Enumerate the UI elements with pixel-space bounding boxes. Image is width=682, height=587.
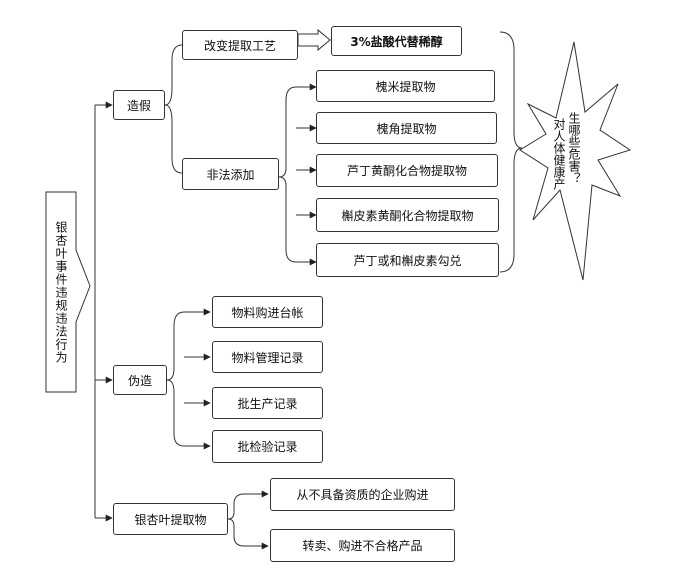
node-process-result-label: 3%盐酸代替稀醇 bbox=[350, 34, 443, 49]
node-counterfeit-label: 造假 bbox=[126, 98, 151, 113]
forge-item-4: 批检验记录 bbox=[212, 430, 323, 463]
node-extract-label: 银杏叶提取物 bbox=[134, 512, 207, 527]
extract-item-1: 从不具备资质的企业购进 bbox=[270, 478, 455, 511]
node-process-change-label: 改变提取工艺 bbox=[203, 38, 276, 53]
extract-item-label: 转卖、购进不合格产品 bbox=[302, 539, 423, 553]
illegal-item-5: 芦丁或和槲皮素勾兑 bbox=[316, 243, 499, 277]
node-process-change: 改变提取工艺 bbox=[182, 30, 298, 60]
harm-text-col1: 对人体健康产 bbox=[552, 118, 566, 190]
harm-brace bbox=[499, 31, 523, 273]
illegal-item-3: 芦丁黄酮化合物提取物 bbox=[316, 154, 498, 187]
forge-item-label: 批检验记录 bbox=[237, 440, 298, 454]
forge-brace bbox=[166, 311, 185, 447]
node-illegal-add-label: 非法添加 bbox=[206, 167, 255, 182]
node-forge: 伪造 bbox=[113, 365, 167, 395]
illegal-item-label: 芦丁黄酮化合物提取物 bbox=[346, 164, 467, 178]
counterfeit-brace bbox=[164, 44, 183, 174]
root-label: 银杏叶事件违规违法行为 bbox=[54, 220, 68, 364]
forge-item-label: 物料购进台帐 bbox=[231, 305, 304, 320]
forge-item-1: 物料购进台帐 bbox=[212, 296, 323, 328]
forge-item-3: 批生产记录 bbox=[212, 387, 323, 419]
illegal-item-1: 槐米提取物 bbox=[316, 70, 495, 102]
root-node: 银杏叶事件违规违法行为 bbox=[46, 192, 76, 392]
extract-item-label: 从不具备资质的企业购进 bbox=[296, 488, 429, 502]
forge-item-label: 批生产记录 bbox=[237, 396, 298, 411]
illegal-item-4: 槲皮素黄酮化合物提取物 bbox=[316, 198, 499, 232]
harm-text-col2: 生哪些危害？ bbox=[567, 112, 581, 184]
forge-item-2: 物料管理记录 bbox=[212, 341, 323, 373]
illegal-add-brace bbox=[278, 86, 297, 263]
harm-starburst bbox=[519, 41, 632, 281]
node-counterfeit: 造假 bbox=[113, 90, 165, 120]
illegal-item-label: 槲皮素黄酮化合物提取物 bbox=[341, 208, 474, 223]
extract-brace bbox=[227, 493, 245, 547]
extract-item-2: 转卖、购进不合格产品 bbox=[270, 529, 455, 562]
root-arrow-shape bbox=[45, 191, 91, 393]
node-process-result: 3%盐酸代替稀醇 bbox=[331, 26, 462, 56]
node-illegal-add: 非法添加 bbox=[182, 158, 279, 190]
illegal-item-2: 槐角提取物 bbox=[316, 112, 497, 144]
illegal-item-label: 芦丁或和槲皮素勾兑 bbox=[353, 253, 462, 268]
process-arrow bbox=[297, 28, 331, 52]
illegal-item-label: 槐角提取物 bbox=[376, 121, 437, 136]
node-extract: 银杏叶提取物 bbox=[113, 503, 228, 535]
forge-item-label: 物料管理记录 bbox=[231, 350, 304, 365]
node-forge-label: 伪造 bbox=[127, 373, 152, 388]
illegal-item-label: 槐米提取物 bbox=[375, 79, 436, 94]
